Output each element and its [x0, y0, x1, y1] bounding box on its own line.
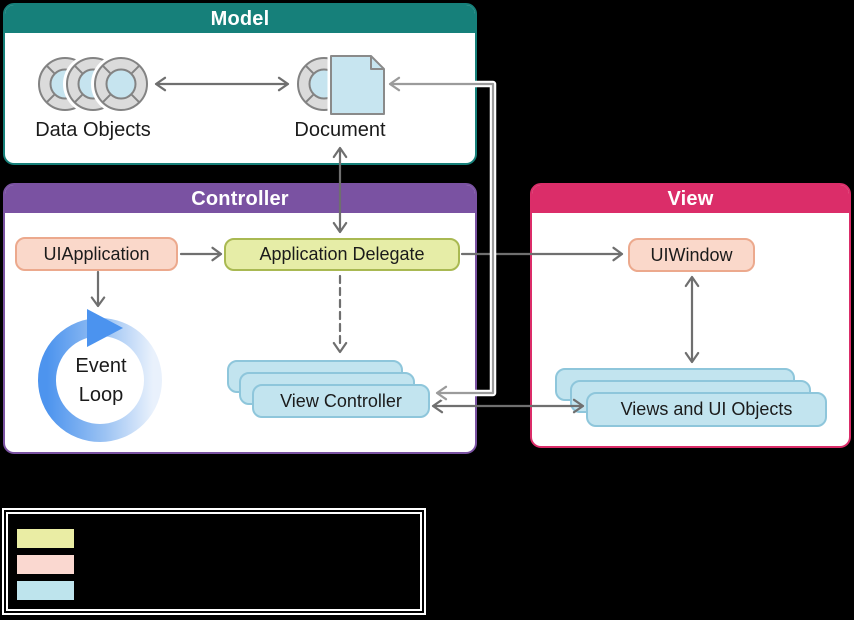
views-and-ui-objects-node: Views and UI Objects: [586, 392, 827, 427]
uiwindow-node: UIWindow: [628, 238, 755, 272]
event-loop-icon: [38, 309, 162, 442]
legend-swatch-blue: [17, 581, 74, 600]
legend-inner-frame: [6, 512, 422, 611]
legend-swatch-yellow: [17, 529, 74, 548]
uiwindow-label: UIWindow: [650, 244, 733, 265]
controller-box-header: Controller: [5, 185, 475, 213]
legend-box: [2, 508, 426, 615]
legend-item-system: [17, 555, 420, 574]
views-and-ui-objects-label: Views and UI Objects: [620, 399, 793, 419]
application-delegate-label: Application Delegate: [259, 244, 425, 264]
uiapplication-node: UIApplication: [15, 237, 178, 271]
application-delegate-node: Application Delegate: [224, 238, 460, 271]
model-box-header: Model: [5, 5, 475, 33]
legend-item-mixed: [17, 581, 420, 600]
view-controller-label: View Controller: [280, 390, 402, 411]
legend-swatch-pink: [17, 555, 74, 574]
view-controller-node: View Controller: [252, 384, 430, 418]
view-box-header: View: [532, 185, 849, 213]
uiapplication-label: UIApplication: [43, 243, 150, 264]
document-label: Document: [294, 119, 386, 141]
data-objects-label: Data Objects: [35, 119, 151, 141]
document-icon: [297, 52, 388, 118]
legend-item-custom: [17, 529, 420, 548]
data-objects-icon: [35, 54, 151, 114]
event-loop-label: Event Loop: [75, 355, 127, 406]
